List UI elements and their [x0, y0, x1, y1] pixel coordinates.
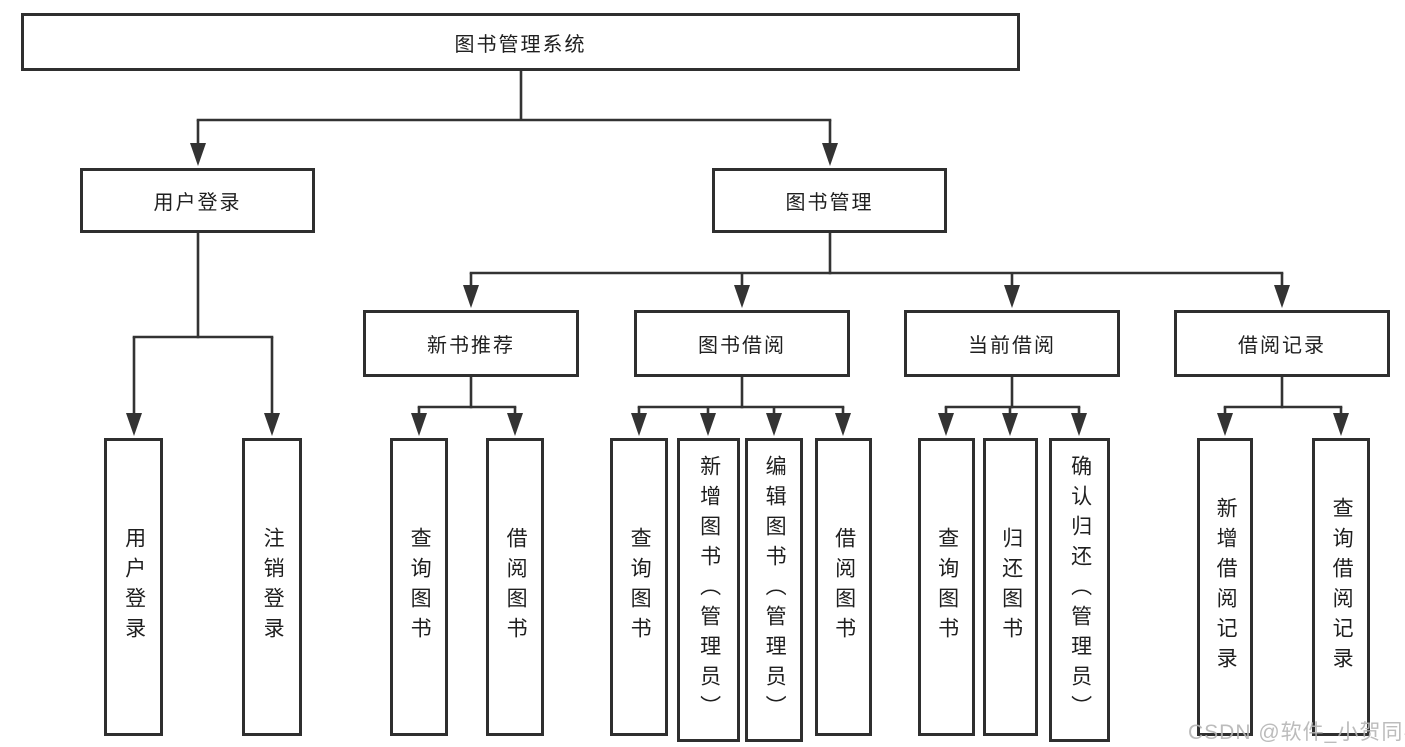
leaf-user-login-label: 用户登录	[122, 527, 146, 647]
leaf-logout: 注销登录	[242, 438, 302, 736]
leaf-borrow-add-books-admin: 新增图书（管理员）	[677, 438, 740, 742]
leaf-newbook-query-books-label: 查询图书	[408, 527, 432, 647]
leaf-borrow-edit-books-admin: 编辑图书（管理员）	[745, 438, 803, 742]
node-new-book-recommend: 新书推荐	[363, 310, 579, 377]
leaf-records-query-record-label: 查询借阅记录	[1330, 497, 1354, 677]
leaf-current-return-books-label: 归还图书	[999, 527, 1023, 647]
leaf-user-login: 用户登录	[104, 438, 163, 736]
leaf-newbook-query-books: 查询图书	[390, 438, 448, 736]
node-root-system: 图书管理系统	[21, 13, 1020, 71]
leaf-borrow-query-books: 查询图书	[610, 438, 668, 736]
leaf-current-confirm-return-admin: 确认归还（管理员）	[1049, 438, 1110, 742]
csdn-watermark: CSDN @软件_小贺同学	[1188, 721, 1405, 744]
leaf-newbook-borrow-books: 借阅图书	[486, 438, 544, 736]
node-root-label: 图书管理系统	[454, 33, 587, 56]
node-current-borrow: 当前借阅	[904, 310, 1120, 377]
leaf-current-confirm-return-admin-label: 确认归还（管理员）	[1068, 455, 1092, 725]
node-book-borrow-label: 图书借阅	[698, 335, 786, 357]
node-book-management-branch-label: 图书管理	[785, 192, 874, 214]
node-user-login-branch: 用户登录	[80, 168, 315, 233]
node-book-management-branch: 图书管理	[712, 168, 947, 233]
node-book-borrow: 图书借阅	[634, 310, 850, 377]
leaf-borrow-borrow-books: 借阅图书	[815, 438, 872, 736]
leaf-logout-label: 注销登录	[261, 527, 285, 647]
leaf-records-add-record: 新增借阅记录	[1197, 438, 1253, 736]
leaf-records-add-record-label: 新增借阅记录	[1214, 497, 1238, 677]
node-borrow-records: 借阅记录	[1174, 310, 1390, 377]
node-user-login-branch-label: 用户登录	[153, 192, 242, 214]
leaf-current-query-books-label: 查询图书	[935, 527, 959, 647]
leaf-borrow-add-books-admin-label: 新增图书（管理员）	[697, 455, 721, 725]
leaf-newbook-borrow-books-label: 借阅图书	[504, 527, 528, 647]
node-current-borrow-label: 当前借阅	[968, 335, 1056, 357]
leaf-borrow-edit-books-admin-label: 编辑图书（管理员）	[763, 455, 787, 725]
node-borrow-records-label: 借阅记录	[1238, 335, 1326, 357]
leaf-current-return-books: 归还图书	[983, 438, 1038, 736]
leaf-borrow-borrow-books-label: 借阅图书	[832, 527, 856, 647]
node-new-book-recommend-label: 新书推荐	[427, 335, 515, 357]
leaf-records-query-record: 查询借阅记录	[1312, 438, 1370, 736]
leaf-current-query-books: 查询图书	[918, 438, 975, 736]
leaf-borrow-query-books-label: 查询图书	[628, 527, 652, 647]
